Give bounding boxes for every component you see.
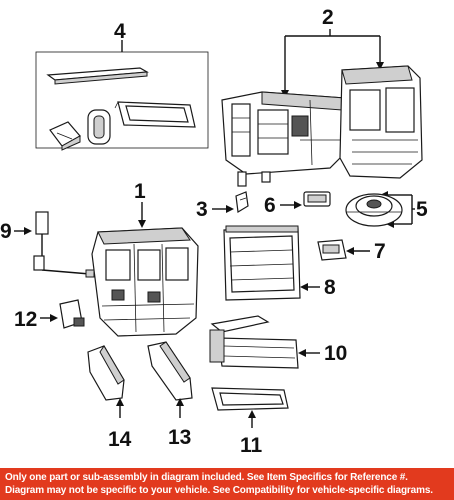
callout-14: 14: [108, 428, 132, 451]
temperature-sensor-part: 12: [14, 299, 85, 331]
disclaimer-line-1: Only one part or sub-assembly in diagram…: [5, 472, 408, 483]
actuator-bracket-part: 3: [196, 191, 249, 221]
callout-7: 7: [374, 240, 386, 263]
heater-core-part: 10: [209, 315, 347, 369]
duct-left-part: 14: [87, 345, 132, 451]
disclaimer-banner: Only one part or sub-assembly in diagram…: [0, 468, 454, 500]
callout-2: 2: [322, 6, 334, 29]
evaporator-core-part: 8: [223, 225, 336, 301]
callout-12: 12: [14, 308, 37, 331]
blower-motor-part: 5: [345, 191, 428, 228]
callout-4: 4: [114, 20, 126, 43]
seal-strip-part: [46, 67, 149, 85]
duct-right-part: 13: [147, 341, 193, 449]
callout-6: 6: [264, 194, 276, 217]
callout-9: 9: [0, 220, 12, 243]
callout-13: 13: [168, 426, 191, 449]
callout-11: 11: [240, 434, 263, 457]
seal-duct-part: 11: [211, 387, 289, 457]
lower-case-part: 1: [91, 180, 199, 337]
hvac-exploded-diagram: 4 2: [0, 6, 428, 457]
callout-10: 10: [324, 342, 347, 365]
callout-1: 1: [134, 180, 146, 203]
hvac-housing-part: 2: [221, 6, 423, 187]
frame-seal-part: [114, 101, 196, 128]
mode-actuator-part: 6: [264, 191, 331, 217]
callout-3: 3: [196, 198, 208, 221]
filter-kit-inset: 4: [35, 20, 209, 151]
blower-resistor-part: 7: [317, 239, 386, 263]
disclaimer-line-2: Diagram may not be specific to your vehi…: [5, 485, 433, 496]
small-block-part: [49, 121, 81, 151]
callout-8: 8: [324, 276, 336, 299]
oval-seal-part: [87, 109, 111, 145]
wire-harness-part: 9: [0, 211, 95, 278]
callout-5: 5: [416, 198, 428, 221]
